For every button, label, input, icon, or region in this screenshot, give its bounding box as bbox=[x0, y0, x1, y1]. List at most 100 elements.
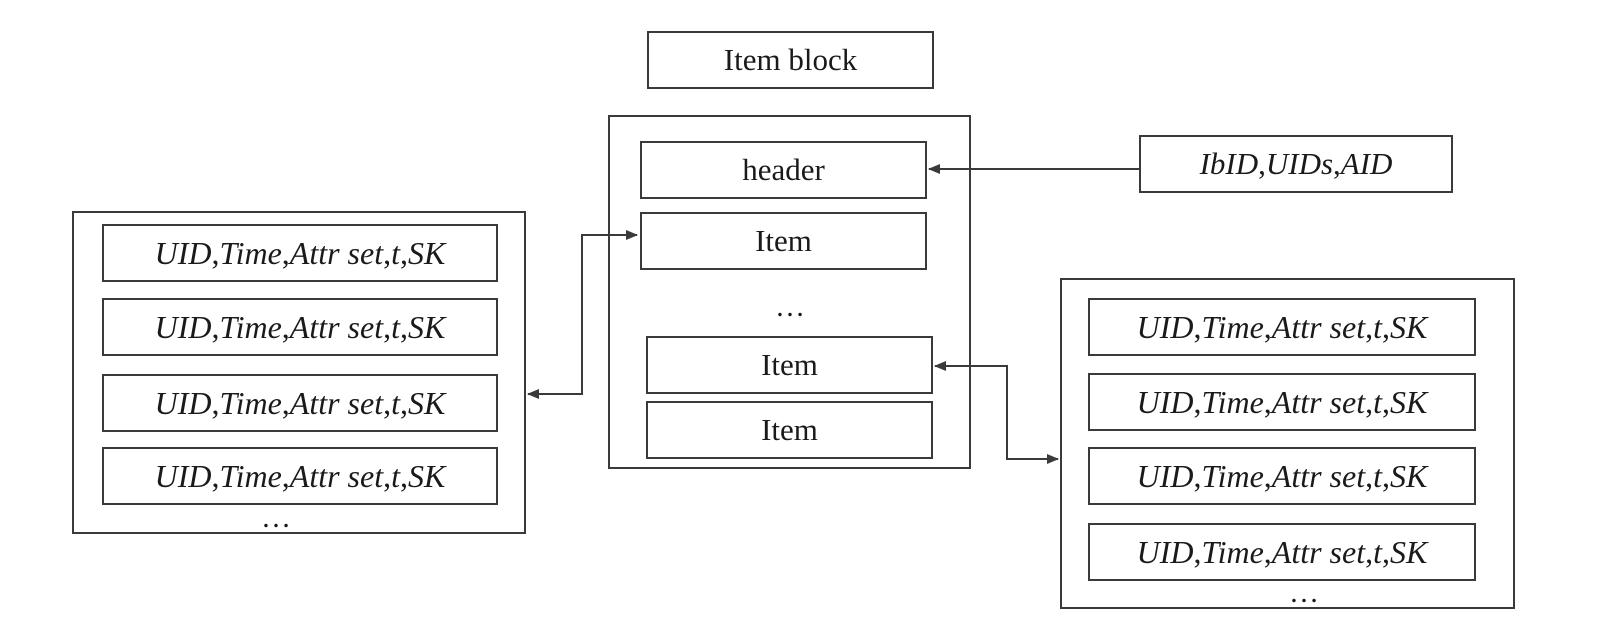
record-sk: SK bbox=[1389, 383, 1428, 420]
separator: , bbox=[281, 457, 290, 494]
record-time: Time bbox=[1201, 383, 1264, 420]
separator: , bbox=[211, 457, 220, 494]
record-attr-set: Attr set bbox=[1271, 457, 1366, 494]
record-t: t bbox=[1373, 383, 1382, 420]
record-attr-set: Attr set bbox=[289, 234, 384, 271]
record-time: Time bbox=[219, 308, 282, 345]
record-uid: UID bbox=[1136, 457, 1194, 494]
separator: , bbox=[281, 308, 290, 345]
record-uid: UID bbox=[154, 457, 212, 494]
separator: , bbox=[1193, 457, 1202, 494]
record-attr-set: Attr set bbox=[289, 308, 384, 345]
record-sk: SK bbox=[1389, 308, 1428, 345]
header-field-ibid: IbID bbox=[1199, 146, 1259, 181]
record-sk: SK bbox=[407, 234, 446, 271]
right-record-row: UID, Time, Attr set, t, SK bbox=[1088, 298, 1476, 356]
separator: , bbox=[1263, 457, 1272, 494]
record-sk: SK bbox=[407, 457, 446, 494]
block-header: header bbox=[640, 141, 927, 199]
record-uid: UID bbox=[154, 308, 212, 345]
block-item-label: Item bbox=[755, 223, 812, 258]
separator: , bbox=[399, 234, 408, 271]
record-t: t bbox=[1373, 457, 1382, 494]
separator: , bbox=[211, 308, 220, 345]
separator: , bbox=[1263, 383, 1272, 420]
left-record-row: UID, Time, Attr set, t, SK bbox=[102, 447, 498, 505]
separator: , bbox=[281, 384, 290, 421]
right-group-ellipsis: … bbox=[1289, 576, 1319, 609]
record-time: Time bbox=[1201, 457, 1264, 494]
record-attr-set: Attr set bbox=[289, 384, 384, 421]
right-record-row: UID, Time, Attr set, t, SK bbox=[1088, 523, 1476, 581]
record-attr-set: Attr set bbox=[1271, 533, 1366, 570]
record-time: Time bbox=[1201, 308, 1264, 345]
separator: , bbox=[399, 384, 408, 421]
separator: , bbox=[383, 457, 392, 494]
left-record-row: UID, Time, Attr set, t, SK bbox=[102, 298, 498, 356]
record-uid: UID bbox=[1136, 308, 1194, 345]
separator: , bbox=[211, 234, 220, 271]
separator: , bbox=[383, 384, 392, 421]
separator: , bbox=[1365, 308, 1374, 345]
separator: , bbox=[281, 234, 290, 271]
record-time: Time bbox=[219, 457, 282, 494]
separator: , bbox=[1365, 457, 1374, 494]
separator: , bbox=[1365, 383, 1374, 420]
block-item-label: Item bbox=[761, 412, 818, 447]
header-fields-box: IbID, UIDs, AID bbox=[1139, 135, 1453, 193]
separator: , bbox=[383, 234, 392, 271]
record-attr-set: Attr set bbox=[1271, 308, 1366, 345]
record-attr-set: Attr set bbox=[289, 457, 384, 494]
record-time: Time bbox=[1201, 533, 1264, 570]
block-item-last: Item bbox=[646, 401, 933, 459]
record-uid: UID bbox=[1136, 533, 1194, 570]
left-record-row: UID, Time, Attr set, t, SK bbox=[102, 374, 498, 432]
block-header-label: header bbox=[742, 152, 825, 187]
header-field-uids: UIDs bbox=[1265, 146, 1334, 181]
record-sk: SK bbox=[407, 308, 446, 345]
block-item-second: Item bbox=[646, 336, 933, 394]
record-uid: UID bbox=[154, 384, 212, 421]
header-field-aid: AID bbox=[1340, 146, 1393, 181]
separator: , bbox=[399, 457, 408, 494]
left-link-arrow bbox=[527, 230, 638, 399]
record-uid: UID bbox=[1136, 383, 1194, 420]
left-record-row: UID, Time, Attr set, t, SK bbox=[102, 224, 498, 282]
right-link-arrow bbox=[934, 361, 1059, 464]
separator: , bbox=[1333, 146, 1341, 181]
record-t: t bbox=[391, 308, 400, 345]
record-attr-set: Attr set bbox=[1271, 383, 1366, 420]
record-t: t bbox=[391, 457, 400, 494]
separator: , bbox=[1258, 146, 1266, 181]
left-group-ellipsis: … bbox=[261, 501, 291, 534]
record-uid: UID bbox=[154, 234, 212, 271]
separator: , bbox=[1193, 308, 1202, 345]
separator: , bbox=[1381, 533, 1390, 570]
separator: , bbox=[1193, 533, 1202, 570]
block-item-label: Item bbox=[761, 347, 818, 382]
item-block-title-text: Item block bbox=[723, 42, 858, 77]
separator: , bbox=[399, 308, 408, 345]
block-ellipsis: … bbox=[775, 290, 805, 323]
record-sk: SK bbox=[1389, 533, 1428, 570]
separator: , bbox=[1193, 383, 1202, 420]
record-time: Time bbox=[219, 234, 282, 271]
record-time: Time bbox=[219, 384, 282, 421]
separator: , bbox=[1263, 308, 1272, 345]
separator: , bbox=[1381, 457, 1390, 494]
separator: , bbox=[1381, 308, 1390, 345]
record-sk: SK bbox=[407, 384, 446, 421]
block-item-first: Item bbox=[640, 212, 927, 270]
record-t: t bbox=[391, 384, 400, 421]
separator: , bbox=[383, 308, 392, 345]
separator: , bbox=[1365, 533, 1374, 570]
right-record-row: UID, Time, Attr set, t, SK bbox=[1088, 447, 1476, 505]
record-t: t bbox=[1373, 533, 1382, 570]
right-record-row: UID, Time, Attr set, t, SK bbox=[1088, 373, 1476, 431]
separator: , bbox=[1263, 533, 1272, 570]
separator: , bbox=[1381, 383, 1390, 420]
separator: , bbox=[211, 384, 220, 421]
record-t: t bbox=[1373, 308, 1382, 345]
record-sk: SK bbox=[1389, 457, 1428, 494]
